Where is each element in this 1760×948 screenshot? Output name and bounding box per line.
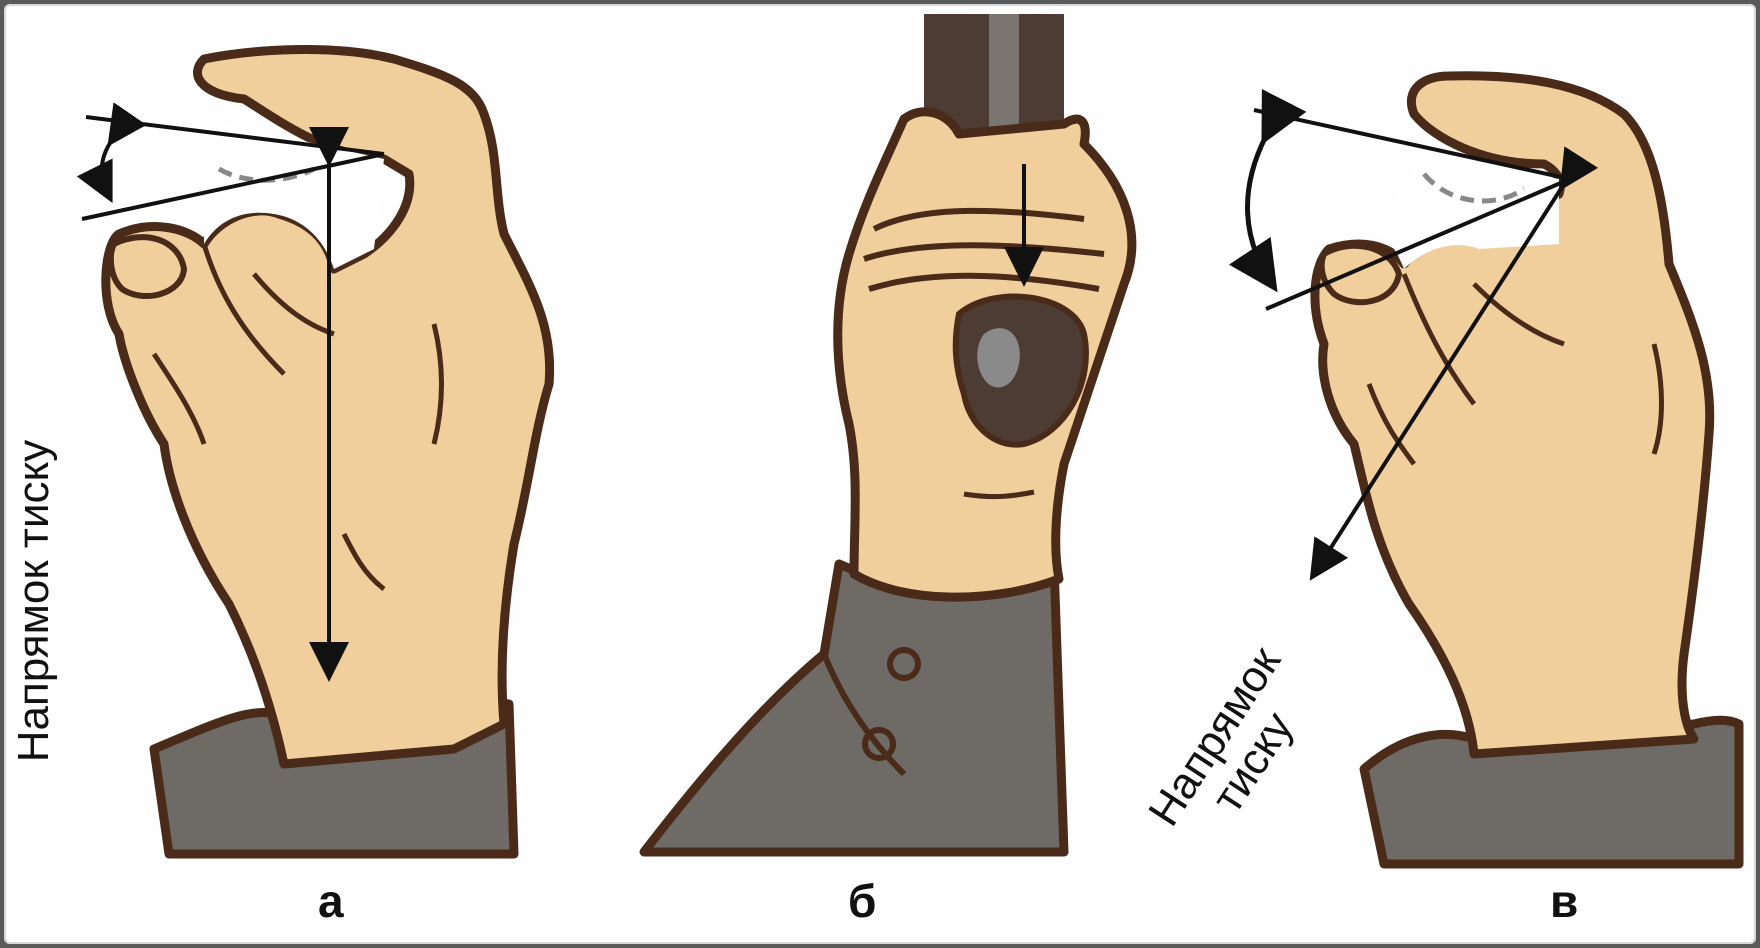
figure-caption-a: а (318, 874, 344, 928)
figure-a (82, 50, 550, 854)
cuff-button-1 (890, 650, 918, 678)
angle-arc-a (102, 140, 112, 196)
thumbnail-v (1322, 246, 1399, 302)
figure-caption-v: в (1550, 874, 1578, 928)
angle-arc-v (1247, 136, 1272, 284)
figure-v (1247, 76, 1739, 864)
hand-grip-diagram (4, 4, 1756, 944)
figure-b (644, 14, 1132, 852)
pressure-direction-label-a: Напрямок тиску (12, 431, 56, 771)
illustration-frame: Напрямок тиску Напрямок тиску а б в (4, 4, 1756, 944)
thumbnail-a (111, 237, 184, 296)
figure-caption-b: б (848, 874, 876, 928)
